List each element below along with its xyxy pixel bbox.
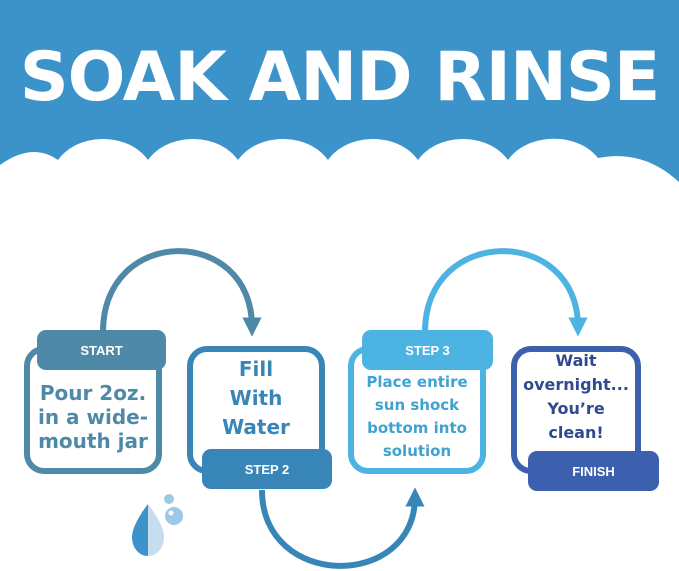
arrow-step2-to-step3 — [259, 487, 425, 569]
step-start-text: Pour 2oz. in a wide-mouth jar — [37, 381, 149, 453]
water-drop-left-half — [132, 504, 148, 556]
arrow-step3-to-finish — [422, 248, 588, 337]
step-start-tag: START — [37, 330, 166, 370]
bubble-small — [164, 494, 174, 504]
header-banner — [0, 0, 679, 182]
banner-shape — [0, 0, 679, 182]
bubble-highlight — [168, 510, 174, 516]
step-2-tag: STEP 2 — [202, 449, 332, 489]
step-3-text: Place entire sun shock bottom into solut… — [366, 373, 468, 460]
step-3-label: STEP 3 — [405, 342, 450, 358]
water-drop-right-half — [148, 504, 164, 556]
step-2-text: Fill With Water — [222, 356, 290, 439]
bubble-large — [165, 507, 183, 525]
step-start-label: START — [80, 342, 123, 358]
step-2-label: STEP 2 — [244, 461, 290, 477]
water-drop-icon — [132, 494, 183, 556]
step-3-tag: STEP 3 — [362, 330, 493, 370]
page-title: SOAK AND RINSE — [19, 38, 661, 117]
step-finish-label: FINISH — [572, 463, 615, 479]
step-finish-tag: FINISH — [528, 451, 659, 491]
arrow-start-to-step2 — [100, 248, 262, 337]
step-finish-text: Wait overnight... You’re clean! — [523, 351, 629, 442]
